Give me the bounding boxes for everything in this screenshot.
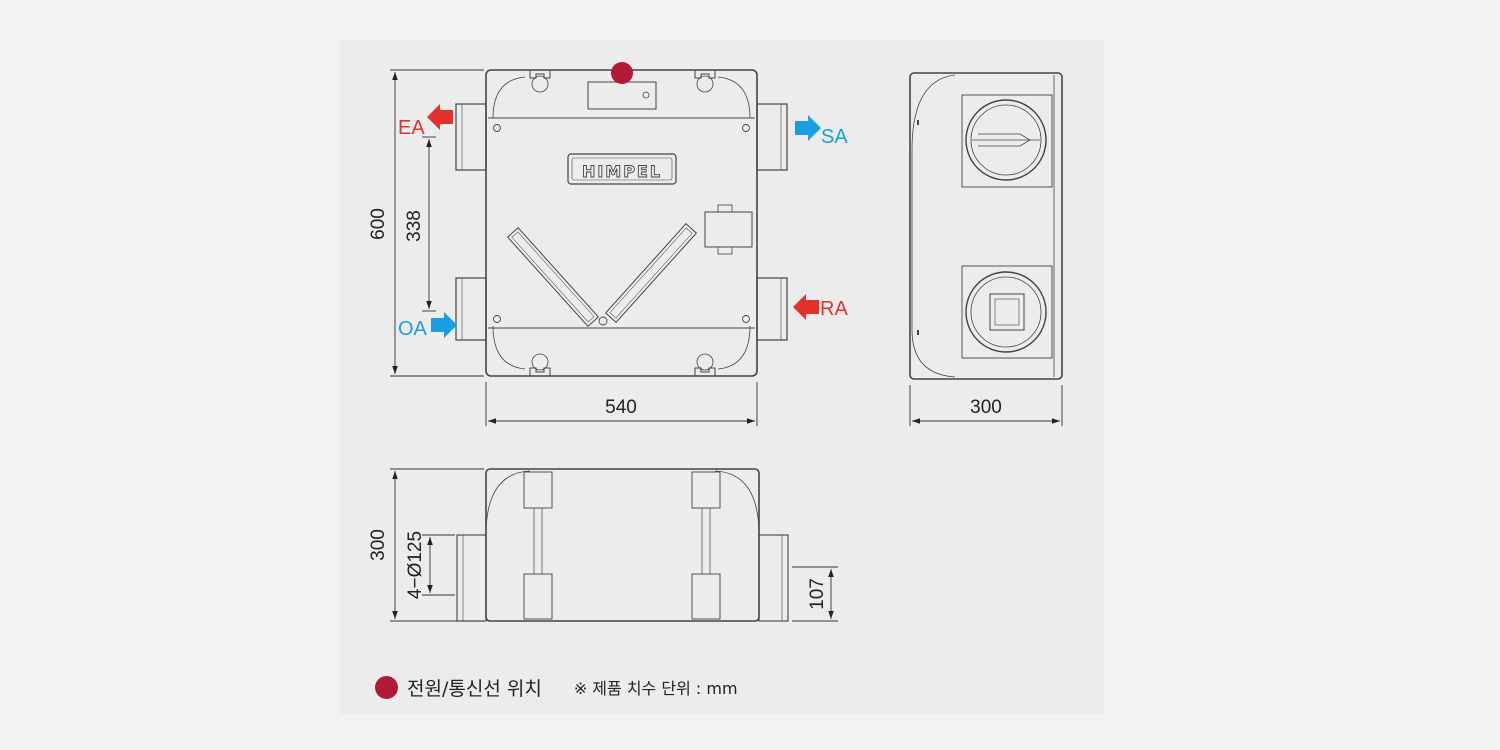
front-dimensions [390, 69, 758, 426]
dim-front-width: 540 [605, 397, 637, 418]
dim-side-depth: 300 [970, 397, 1002, 418]
side-control-box [704, 211, 753, 248]
bottom-dimensions [390, 468, 838, 622]
ea-duct [455, 103, 487, 171]
front-body [485, 69, 758, 377]
ra-duct [756, 277, 788, 341]
legend-power-text: 전원/통신선 위치 [407, 677, 542, 700]
oa-duct [455, 277, 487, 341]
duct-lower [965, 271, 1047, 353]
ea-label: EA [398, 117, 425, 139]
duct-upper [965, 99, 1047, 181]
bottom-body [485, 468, 760, 622]
oa-arrow-icon [431, 312, 457, 338]
control-box [587, 81, 657, 110]
drawing-panel [340, 40, 1104, 714]
bottom-duct-left [456, 534, 487, 622]
ea-arrow-icon [427, 104, 453, 130]
bottom-view [456, 468, 789, 622]
power-marker-icon [375, 675, 398, 699]
sa-arrow-icon [795, 115, 821, 141]
sa-label: SA [821, 126, 848, 148]
filter-left [506, 227, 600, 327]
dim-duct-offset: 107 [807, 578, 828, 610]
front-view [455, 69, 788, 377]
brand-plate [567, 153, 677, 185]
side-view [909, 72, 1063, 380]
sa-duct [756, 103, 788, 171]
dim-duct-size: 4−Ø125 [405, 531, 426, 599]
side-body [909, 72, 1063, 380]
ra-label: RA [820, 298, 848, 320]
bottom-duct-right [758, 534, 789, 622]
power-marker [611, 62, 633, 84]
dim-duct-spacing: 338 [404, 210, 425, 242]
oa-label: OA [398, 318, 428, 340]
dim-bottom-height: 300 [368, 529, 389, 561]
brand-logo: HIMPEL [582, 162, 662, 181]
legend: 전원/통신선 위치 ※ 제품 치수 단위 : mm [375, 672, 738, 702]
side-dimensions [909, 385, 1063, 426]
legend-unit-note: ※ 제품 치수 단위 : mm [573, 679, 738, 698]
filter-right [604, 223, 698, 323]
ra-arrow-icon [793, 294, 819, 320]
dim-front-height: 600 [368, 208, 389, 240]
